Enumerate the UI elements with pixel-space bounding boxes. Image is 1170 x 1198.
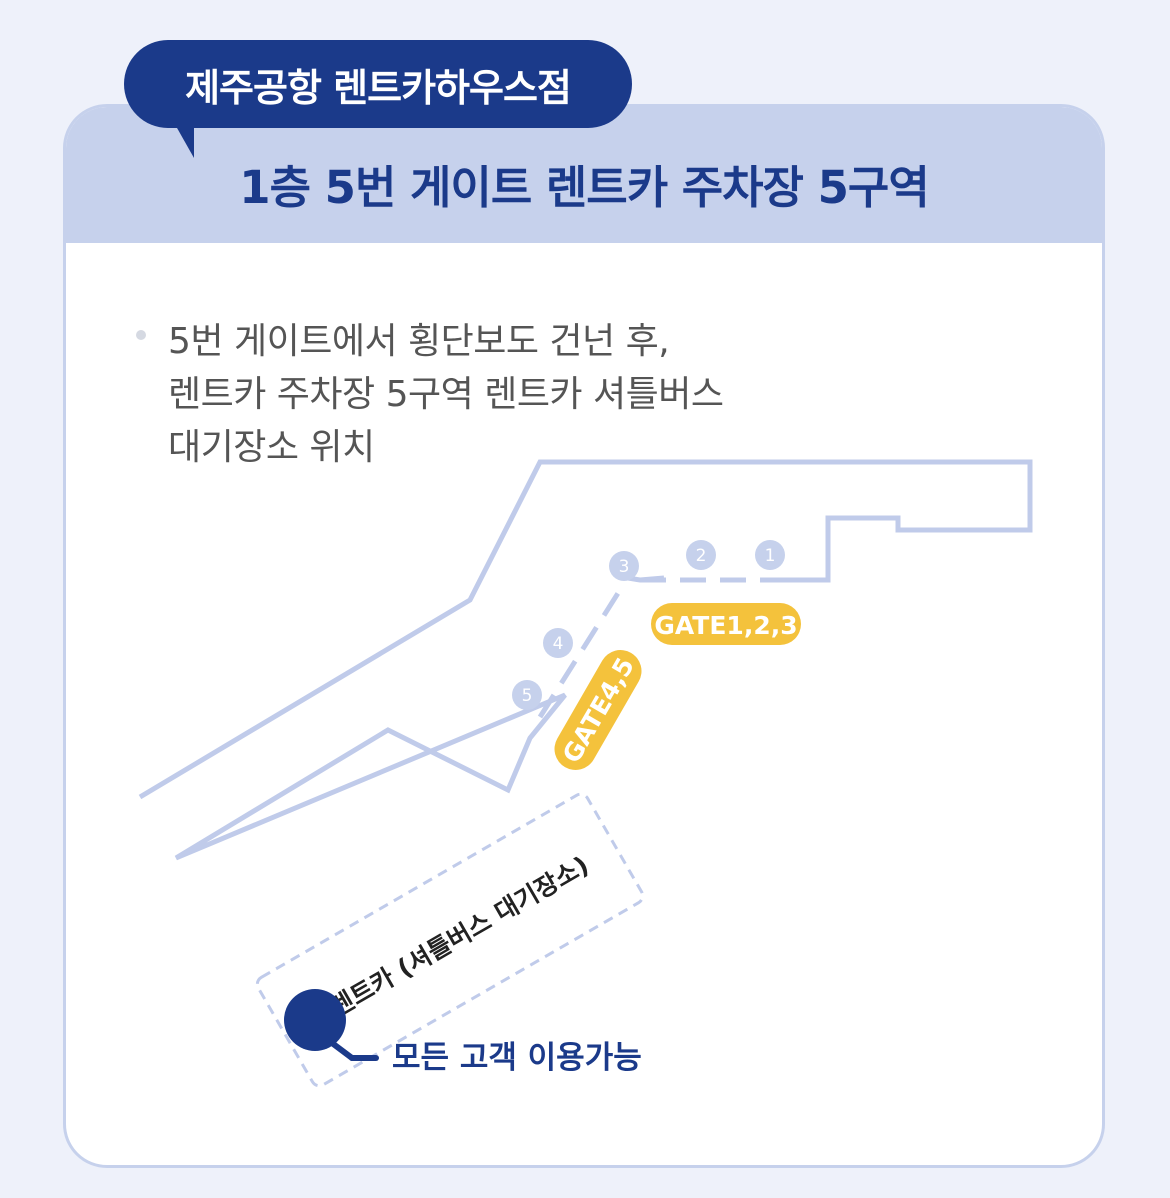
gate-123-label: GATE1,2,3 (654, 611, 797, 640)
gate-45-badge: GATE4,5 (554, 650, 642, 770)
gate-number-3: 3 (619, 557, 630, 577)
gate-circle-3: 3 (609, 551, 639, 581)
gate-number-5: 5 (522, 686, 533, 706)
location-title: 1층 5번 게이트 렌트카 주차장 5구역 (239, 161, 929, 214)
gate-number-2: 2 (696, 546, 707, 566)
location-marker: 모든 고객 이용가능 (284, 989, 642, 1076)
card-header: 1층 5번 게이트 렌트카 주차장 5구역 (66, 107, 1102, 243)
gate-number-1: 1 (765, 546, 776, 566)
gate-number-4: 4 (553, 634, 564, 654)
marker-label: 모든 고객 이용가능 (392, 1040, 642, 1076)
description-line-1: 5번 게이트에서 횡단보도 건넌 후, (168, 321, 670, 362)
bullet-dot (136, 330, 146, 340)
info-card: 1층 5번 게이트 렌트카 주차장 5구역 (63, 104, 1105, 1168)
gate-edge-dashed (537, 577, 783, 719)
description-line-3: 대기장소 위치 (168, 427, 375, 468)
description: 5번 게이트에서 횡단보도 건넌 후, 렌트카 주차장 5구역 렌트카 셔틀버스… (168, 315, 724, 474)
gate-circle-4: 4 (543, 628, 573, 658)
location-pin-icon (284, 989, 346, 1051)
store-name-badge: 제주공항 렌트카하우스점 (124, 40, 632, 128)
gate-circle-1: 1 (755, 540, 785, 570)
gate-circle-2: 2 (686, 540, 716, 570)
gate-123-badge: GATE1,2,3 (651, 603, 801, 645)
gate-circle-5: 5 (512, 680, 542, 710)
description-line-2: 렌트카 주차장 5구역 렌트카 셔틀버스 (168, 374, 724, 415)
